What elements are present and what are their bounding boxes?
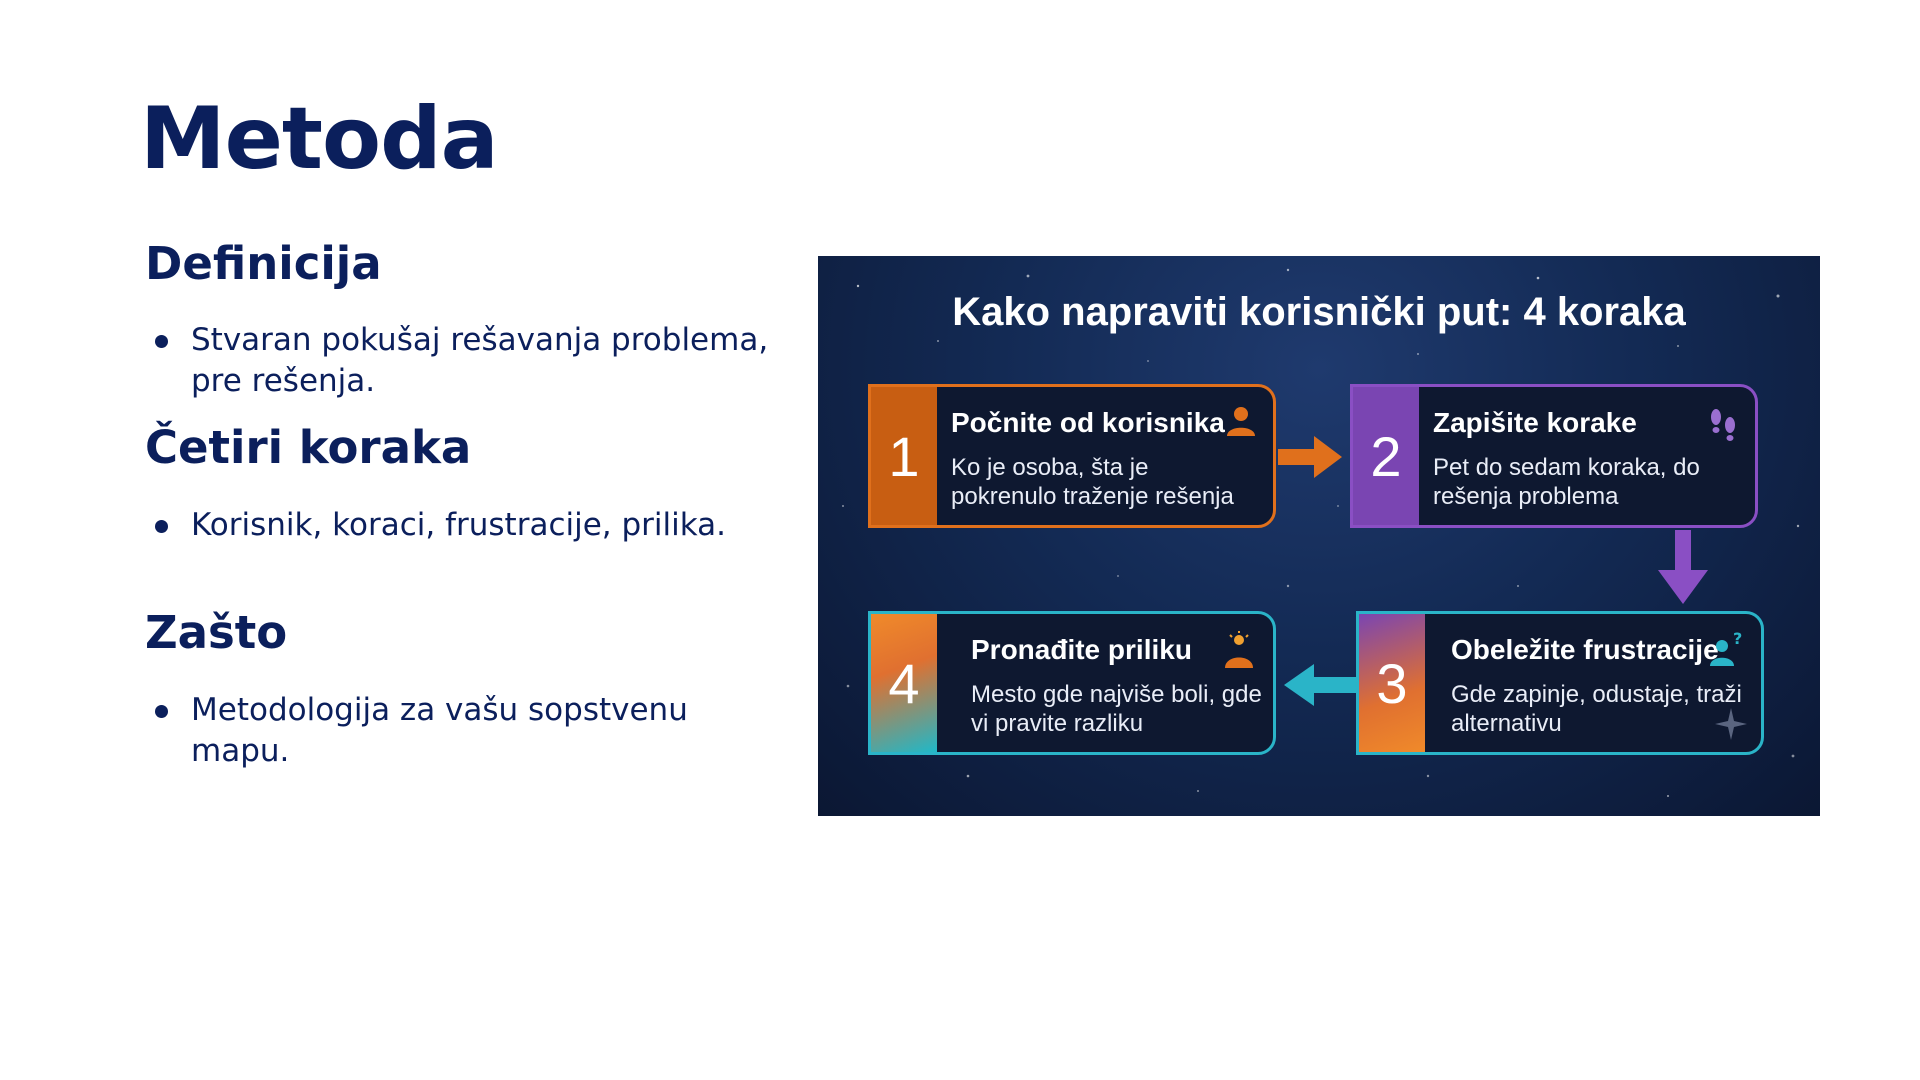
heading-definicija: Definicija bbox=[145, 237, 382, 290]
person-icon bbox=[1227, 407, 1255, 436]
step-number: 1 bbox=[871, 387, 937, 525]
bullet-item: Metodologija za vašu sopstvenu mapu. bbox=[145, 690, 795, 772]
bullet-dot bbox=[155, 705, 168, 718]
arrow-left-icon bbox=[1284, 664, 1358, 706]
step-title: Obeležite frustracije bbox=[1451, 634, 1719, 665]
bullet-text: Metodologija za vašu sopstvenu mapu. bbox=[191, 692, 688, 769]
step-description: Ko je osoba, šta je pokrenulo traženje r… bbox=[951, 454, 1234, 510]
bullet-dot bbox=[155, 520, 168, 533]
bullet-list-cetiri-koraka: Korisnik, koraci, frustracije, prilika. bbox=[145, 505, 726, 546]
starfield-background bbox=[842, 268, 1800, 797]
sparkle-icon bbox=[1715, 708, 1747, 740]
bullet-text: Stvaran pokušaj rešavanja problema, pre … bbox=[191, 322, 769, 399]
step-number: 3 bbox=[1359, 614, 1425, 752]
step-card-4: 4 Pronađite priliku Mesto gde najviše bo… bbox=[868, 611, 1276, 755]
step-number: 4 bbox=[871, 614, 937, 752]
step-description: Pet do sedam koraka, do rešenja problema bbox=[1433, 454, 1700, 510]
question-person-icon: ? bbox=[1710, 630, 1742, 666]
heading-zasto: Zašto bbox=[145, 606, 288, 659]
step-description: Gde zapinje, odustaje, traži alternativu bbox=[1451, 681, 1742, 737]
infographic-title: Kako napraviti korisnički put: 4 koraka bbox=[952, 290, 1686, 334]
bullet-text: Korisnik, koraci, frustracije, prilika. bbox=[191, 507, 727, 543]
page-title: Metoda bbox=[140, 89, 499, 189]
step-description: Mesto gde najviše boli, gde vi pravite r… bbox=[971, 681, 1262, 737]
arrow-down-icon bbox=[1658, 530, 1708, 604]
bullet-list-zasto: Metodologija za vašu sopstvenu mapu. bbox=[145, 690, 795, 772]
step-title: Pronađite priliku bbox=[971, 634, 1192, 665]
step-title: Zapišite korake bbox=[1433, 407, 1637, 438]
step-card-1: 1 Počnite od korisnika Ko je osoba, šta … bbox=[868, 384, 1276, 528]
svg-text:?: ? bbox=[1733, 630, 1742, 648]
bullet-item: Korisnik, koraci, frustracije, prilika. bbox=[145, 505, 726, 546]
bullet-list-definicija: Stvaran pokušaj rešavanja problema, pre … bbox=[145, 320, 795, 402]
bullet-dot bbox=[155, 335, 168, 348]
bullet-item: Stvaran pokušaj rešavanja problema, pre … bbox=[145, 320, 795, 402]
footsteps-icon bbox=[1711, 409, 1735, 441]
step-number: 2 bbox=[1353, 387, 1419, 525]
step-card-2: 2 Zapišite korake Pet do sedam koraka, d… bbox=[1350, 384, 1758, 528]
journey-infographic: Kako napraviti korisnički put: 4 koraka … bbox=[818, 256, 1820, 816]
step-card-3: 3 Obeležite frustracije Gde zapinje, odu… bbox=[1356, 611, 1764, 755]
lightbulb-person-icon bbox=[1225, 631, 1253, 668]
heading-cetiri-koraka: Četiri koraka bbox=[145, 421, 472, 474]
step-title: Počnite od korisnika bbox=[951, 407, 1225, 438]
arrow-right-icon bbox=[1278, 436, 1342, 478]
